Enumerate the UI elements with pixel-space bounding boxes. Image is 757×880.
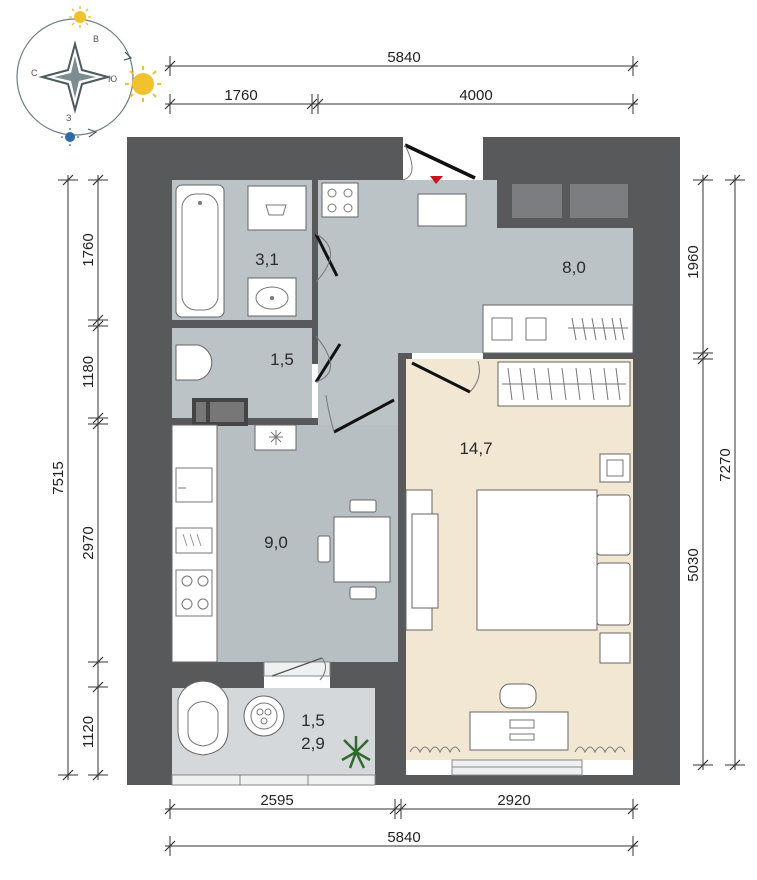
area-bathroom: 3,1 <box>255 250 279 269</box>
dining-chair <box>317 535 331 563</box>
compass-star-inner-icon <box>54 56 96 98</box>
compass-east: В <box>93 34 99 44</box>
dimension-bottom: 2595 2920 5840 <box>164 792 639 856</box>
compass: С В Ю З <box>16 6 161 146</box>
room-labels: 3,1 8,0 1,5 14,7 9,0 1,5 2,9 <box>255 250 586 753</box>
hallway-shelf <box>482 304 634 354</box>
hob-small <box>321 182 359 218</box>
hallway-fixtures <box>321 180 634 354</box>
armchair <box>177 680 229 756</box>
bedroom-door <box>411 360 480 394</box>
dining-table <box>333 516 391 583</box>
bench <box>411 513 439 609</box>
doors <box>271 143 480 681</box>
balcony-fixtures <box>177 680 371 769</box>
compass-south: Ю <box>108 74 117 84</box>
pillow <box>596 494 631 556</box>
kitchen-sink <box>175 467 213 503</box>
dimension-top-left: 1760 <box>224 87 257 104</box>
compass-west: З <box>66 113 71 123</box>
bedroom-fixtures <box>405 361 631 754</box>
entrance-door <box>402 143 476 184</box>
washing-machine <box>247 185 307 231</box>
kitchen-door <box>325 394 395 434</box>
side-table <box>243 695 285 737</box>
desk-chair <box>499 683 537 709</box>
curtain <box>409 746 461 754</box>
dimension-top: 5840 1760 4000 <box>164 49 639 114</box>
bed <box>476 489 598 631</box>
bathtub <box>175 184 225 318</box>
hallway-lower-floor <box>318 328 398 425</box>
dimension-right-total: 7270 <box>717 448 734 481</box>
bathroom-door <box>314 233 339 283</box>
dimension-bottom-right: 2920 <box>497 792 530 809</box>
balcony-door-opening <box>263 661 331 677</box>
dimension-left-2: 1180 <box>80 356 97 388</box>
area-balcony-1: 1,5 <box>301 711 325 730</box>
hallway-table <box>417 193 467 227</box>
arrow-icon <box>87 128 98 138</box>
nightstand <box>599 453 631 483</box>
dimension-bottom-left: 2595 <box>260 792 293 809</box>
sun-right-icon <box>125 66 161 102</box>
entrance-marker-icon <box>430 176 443 184</box>
area-bedroom: 14,7 <box>459 439 492 458</box>
toilet-door <box>314 335 342 383</box>
curtain <box>574 746 626 754</box>
kitchen-stove <box>175 569 213 617</box>
pillow <box>596 562 631 626</box>
dimension-left-total: 7515 <box>50 461 67 494</box>
dimension-top-right: 4000 <box>459 87 492 104</box>
dimension-right-1: 1960 <box>685 245 702 278</box>
compass-north: С <box>31 68 38 78</box>
sun-bottom-icon <box>61 128 79 146</box>
dimension-right-2: 5030 <box>685 548 702 581</box>
kitchen-counter <box>171 424 218 663</box>
balcony-door <box>271 657 323 677</box>
plant-icon <box>341 736 371 769</box>
windows <box>171 137 583 786</box>
dimension-left-1: 1760 <box>80 233 97 266</box>
desk <box>469 711 569 751</box>
area-toilet: 1,5 <box>270 350 294 369</box>
dimension-bottom-total: 5840 <box>387 829 420 846</box>
dish-rack <box>175 527 213 554</box>
kitchen-fixtures <box>171 424 391 663</box>
dimension-left-4: 1120 <box>80 716 97 748</box>
area-hallway: 8,0 <box>562 258 586 277</box>
arrow-icon <box>123 51 133 61</box>
area-kitchen: 9,0 <box>264 533 288 552</box>
nightstand <box>599 632 631 664</box>
dimension-top-total: 5840 <box>387 49 420 66</box>
bathroom-fixtures <box>175 184 307 318</box>
toilet-fixtures <box>175 344 248 426</box>
dining-chair <box>349 586 377 600</box>
dimension-right: 1960 5030 7270 <box>685 174 745 771</box>
toilet <box>175 344 213 381</box>
area-balcony-2: 2,9 <box>301 734 325 753</box>
entrance-opening <box>403 137 483 180</box>
dimension-left-3: 2970 <box>80 526 97 559</box>
sun-top-icon <box>69 6 91 28</box>
dimension-left: 7515 1760 1180 2970 1120 <box>50 174 108 781</box>
balcony-window <box>171 774 376 786</box>
dining-chair <box>349 499 377 513</box>
